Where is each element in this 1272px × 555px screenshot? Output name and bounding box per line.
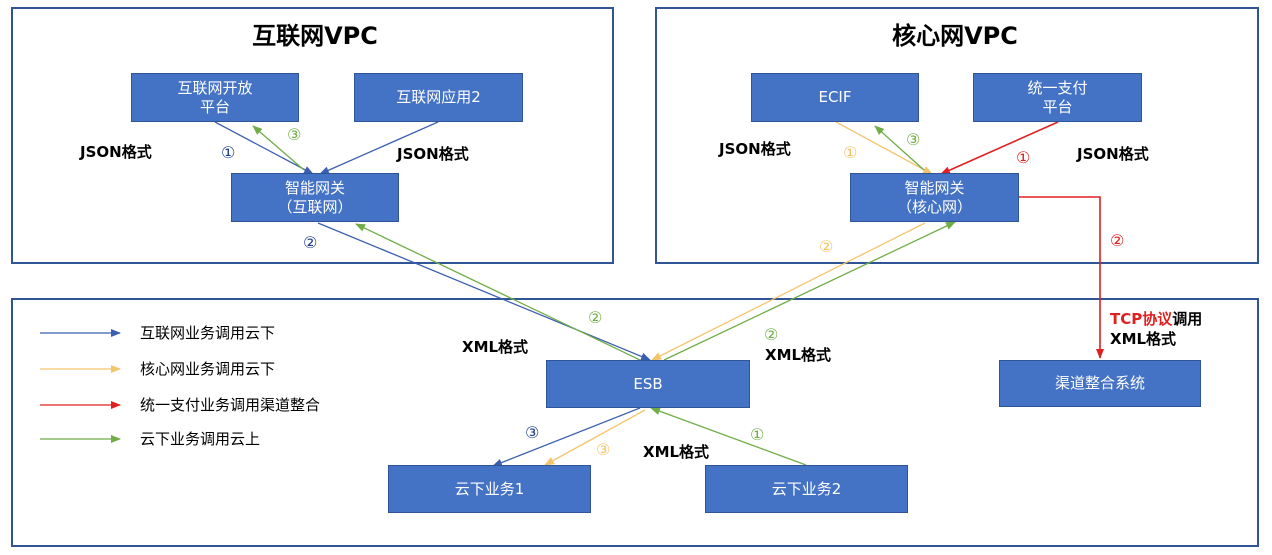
edge-open-platform-to-gateway (214, 121, 314, 175)
gateway-core-node: 智能网关 （核心网） (850, 173, 1019, 222)
tcp-protocol-text: TCP协议 (1110, 310, 1173, 328)
step-2-red: ② (1110, 231, 1124, 250)
edge-payment-to-gateway (940, 121, 1059, 175)
xml-label-left: XML格式 (462, 338, 529, 356)
ecif-node: ECIF (751, 73, 919, 122)
tcp-call-text: 调用 (1172, 310, 1203, 328)
step-3-ecif: ③ (906, 130, 920, 149)
step-3-blue-biz1: ③ (525, 423, 539, 442)
step-1-payment: ① (1016, 148, 1030, 167)
step-2-green-right: ② (764, 325, 778, 344)
edge-gateway-core-to-esb (651, 222, 926, 361)
legend-item-core: 核心网业务调用云下 (140, 360, 276, 378)
step-1-internet: ① (221, 143, 235, 162)
json-label-core-right: JSON格式 (1077, 145, 1149, 163)
core-vpc-title: 核心网VPC (892, 22, 1018, 50)
channel-integration-node: 渠道整合系统 (999, 360, 1201, 407)
edge-app2-to-gateway (319, 121, 439, 175)
edge-gateway-to-open-platform (252, 125, 305, 171)
step-2-green-left: ② (588, 308, 602, 327)
step-2-internet-gw: ② (303, 233, 317, 252)
edge-gateway-core-to-channel (1019, 196, 1104, 359)
json-label-core-left: JSON格式 (719, 140, 791, 158)
json-label-mid: JSON格式 (397, 145, 469, 163)
legend-item-cloud: 云下业务调用云上 (140, 430, 261, 448)
cloud-biz2-node: 云下业务2 (705, 465, 908, 513)
internet-app2-node: 互联网应用2 (354, 73, 523, 122)
step-2-orange-core: ② (819, 237, 833, 256)
edge-gateway-internet-to-esb (317, 222, 651, 361)
edge-esb-to-biz1-orange (544, 409, 646, 466)
internet-vpc-title: 互联网VPC (252, 22, 378, 50)
edge-ecif-to-gateway (835, 121, 933, 175)
internet-open-platform-node: 互联网开放 平台 (131, 73, 299, 122)
gateway-internet-node: 智能网关 （互联网） (231, 173, 399, 222)
legend-item-payment: 统一支付业务调用渠道整合 (140, 396, 321, 414)
edge-esb-to-biz1-blue (492, 407, 641, 467)
cloud-below-panel (11, 298, 1259, 547)
xml-label-bottom: XML格式 (643, 443, 710, 461)
tcp-xml-label: XML格式 (1110, 330, 1177, 348)
edge-biz2-to-esb (650, 407, 807, 466)
step-3-internet: ③ (287, 125, 301, 144)
esb-node: ESB (546, 360, 750, 408)
xml-label-right: XML格式 (765, 346, 832, 364)
cloud-biz1-node: 云下业务1 (388, 465, 591, 513)
json-label-left: JSON格式 (80, 143, 152, 161)
unified-payment-node: 统一支付 平台 (973, 73, 1142, 122)
step-1-green-biz2: ① (750, 425, 764, 444)
legend-item-internet: 互联网业务调用云下 (140, 324, 276, 342)
tcp-label: TCP协议调用 (1110, 308, 1202, 329)
edge-gateway-to-ecif (874, 125, 925, 171)
edge-esb-to-gateway-core (663, 221, 956, 361)
step-1-ecif: ① (843, 143, 857, 162)
step-3-orange-biz1: ③ (596, 440, 610, 459)
edge-esb-to-gateway-internet (355, 223, 641, 361)
